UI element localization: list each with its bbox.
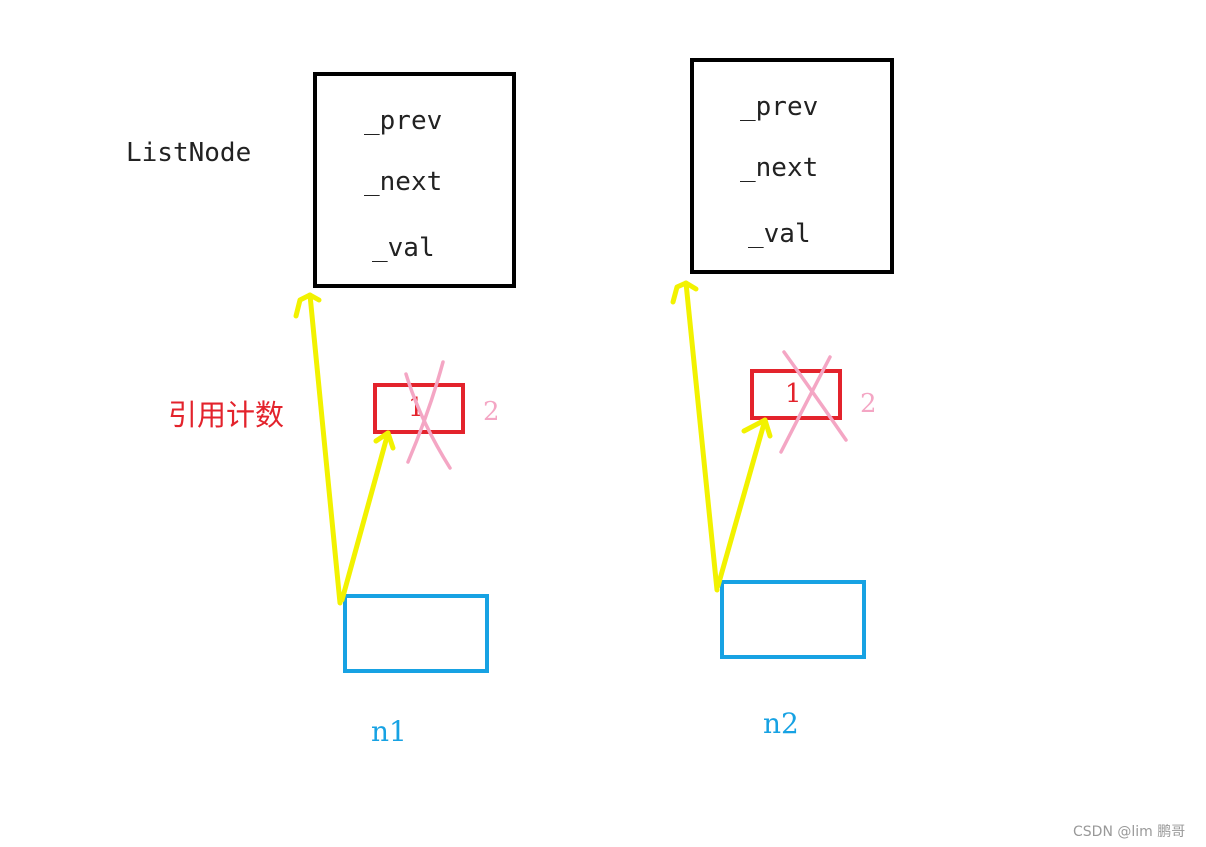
arrowhead-n2-to-node <box>670 280 699 305</box>
strike-mark-2a <box>782 350 848 442</box>
node2-field-val: _val <box>748 219 811 249</box>
ref-count-new-2: 2 <box>860 389 877 419</box>
node1-field-prev: _prev <box>364 106 443 136</box>
ref-count-new-1: 2 <box>483 397 500 427</box>
pointer-box-n1 <box>343 594 489 673</box>
listnode-box-1 <box>313 72 516 288</box>
arrow-n2-to-refcount <box>715 417 768 589</box>
csdn-watermark: CSDN @lim 鹏哥 <box>1073 824 1186 840</box>
listnode-box-2 <box>690 58 894 274</box>
ref-count-old-2: 1 <box>785 379 802 409</box>
arrowhead-n2-to-refcount <box>741 417 773 439</box>
node2-field-prev: _prev <box>740 92 819 122</box>
node1-field-val: _val <box>372 233 435 263</box>
var-name-n1: n1 <box>371 715 407 748</box>
arrow-n2-to-node <box>683 280 720 593</box>
arrow-n1-to-node <box>307 292 343 606</box>
strike-mark-2b <box>779 355 832 454</box>
node1-field-next: _next <box>364 167 443 197</box>
arrowhead-n1-to-refcount <box>373 430 396 451</box>
pointer-box-n2 <box>720 580 866 659</box>
arrowhead-n1-to-node <box>293 292 322 319</box>
arrow-n1-to-refcount <box>339 430 391 603</box>
listnode-type-label: ListNode <box>126 138 252 168</box>
node2-field-next: _next <box>740 153 819 183</box>
var-name-n2: n2 <box>763 707 799 740</box>
ref-count-label: 引用计数 <box>168 398 285 432</box>
strike-mark-1b <box>406 360 445 464</box>
